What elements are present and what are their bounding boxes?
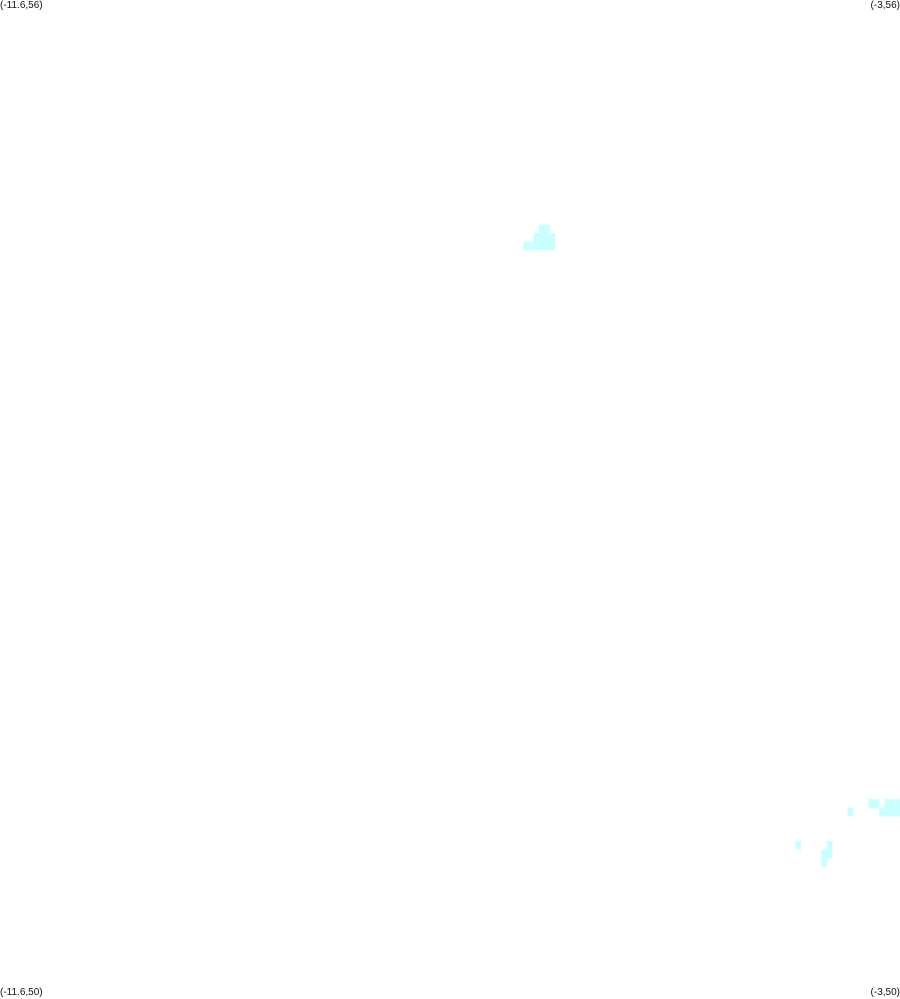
raster-cell — [538, 241, 545, 251]
raster-cell — [884, 807, 891, 817]
raster-cell — [889, 807, 896, 817]
raster-cell — [528, 241, 535, 251]
raster-cell — [533, 241, 540, 251]
raster-cell — [533, 233, 540, 242]
raster-cell — [894, 799, 900, 809]
raster-cell — [544, 241, 550, 251]
corner-label-top-right: (-3,56) — [870, 0, 900, 11]
raster-cell — [847, 807, 854, 817]
raster-cell — [538, 224, 545, 234]
raster-cell — [868, 799, 875, 809]
raster-cell — [873, 799, 880, 809]
raster-cell — [889, 799, 896, 809]
raster-cell — [879, 807, 885, 817]
raster-cell — [821, 849, 828, 858]
raster-cell — [894, 807, 900, 817]
raster-cell — [826, 849, 833, 858]
raster-cell — [549, 233, 556, 242]
corner-label-bottom-right: (-3,50) — [870, 987, 900, 998]
raster-cell-layer — [523, 224, 900, 867]
raster-cell — [826, 840, 833, 850]
raster-cell — [549, 241, 556, 251]
corner-label-top-left: (-11.6,56) — [0, 0, 43, 11]
raster-cell — [821, 857, 828, 867]
raster-cell — [544, 233, 550, 242]
raster-cell — [523, 241, 529, 251]
corner-label-bottom-left: (-11.6,50) — [0, 987, 43, 998]
raster-cell — [884, 799, 891, 809]
raster-cell — [795, 840, 802, 850]
raster-cell — [538, 233, 545, 242]
raster-cell — [544, 224, 550, 234]
